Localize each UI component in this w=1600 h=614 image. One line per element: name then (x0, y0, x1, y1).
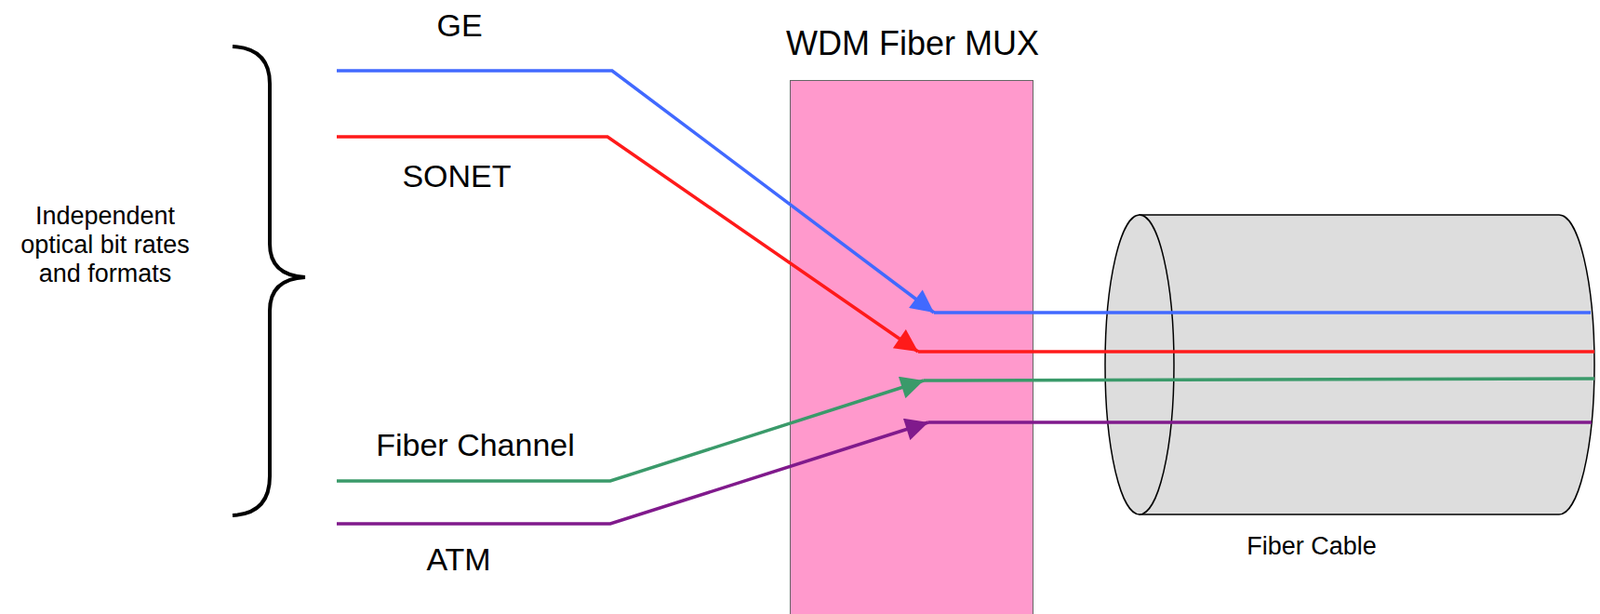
wavelength-line (933, 310, 1591, 315)
mux-box: WDM Fiber MUX (789, 80, 1034, 614)
curly-bracket (232, 46, 306, 516)
wavelength-line (928, 420, 1592, 425)
fiber-cable: Fiber Cable (1104, 213, 1596, 516)
cable-cylinder (1104, 213, 1596, 516)
input-line (336, 380, 924, 481)
bracket-note: Independent optical bit rates and format… (12, 201, 199, 289)
mux-heading: WDM Fiber MUX (786, 24, 1040, 63)
cylinder-body (1139, 214, 1595, 515)
cable-label: Fiber Cable (1246, 532, 1377, 561)
signal-label: Fiber Channel (375, 426, 575, 464)
wavelength-line (923, 378, 1595, 381)
signal-label: GE (436, 7, 482, 44)
wavelength-line (918, 349, 1595, 354)
input-line (336, 422, 929, 524)
input-line (336, 136, 919, 352)
signal-label: ATM (426, 541, 491, 578)
input-line (336, 70, 934, 313)
signal-label: SONET (401, 158, 511, 195)
cylinder-end (1105, 214, 1174, 515)
